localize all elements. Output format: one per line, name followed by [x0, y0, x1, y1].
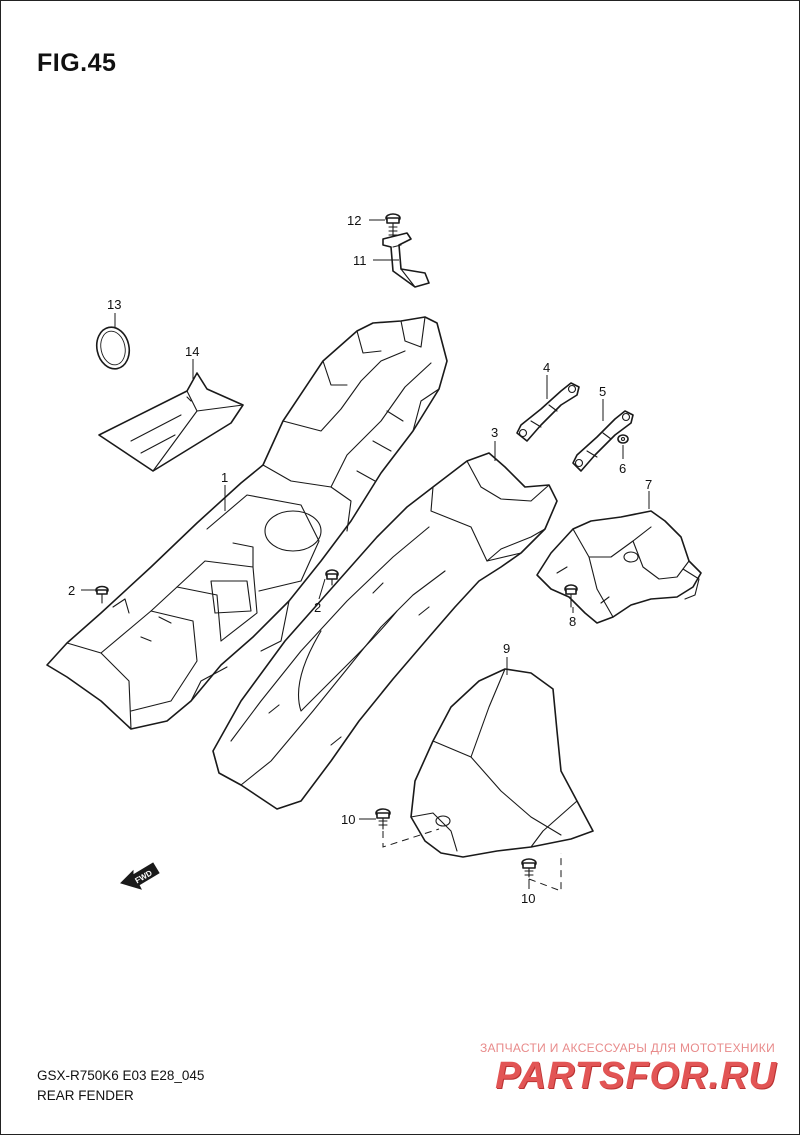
- callout-5: 5: [599, 384, 606, 399]
- callout-8: 8: [569, 614, 576, 629]
- part-8-bolt[interactable]: [564, 584, 578, 608]
- model-code: GSX-R750K6 E03 E28_045: [37, 1068, 205, 1083]
- callout-12: 12: [347, 213, 361, 228]
- part-6-nut[interactable]: [617, 434, 629, 444]
- part-5-stay[interactable]: [572, 410, 634, 472]
- callout-10-right: 10: [521, 891, 535, 906]
- part-12-bolt[interactable]: [385, 213, 401, 238]
- callout-2-left: 2: [68, 583, 75, 598]
- callout-1: 1: [221, 470, 228, 485]
- callout-10-left: 10: [341, 812, 355, 827]
- group-name: REAR FENDER: [37, 1088, 134, 1103]
- part-3-tail-cover[interactable]: [212, 452, 558, 810]
- callout-9: 9: [503, 641, 510, 656]
- install-lines: [382, 828, 562, 892]
- part-9-rear-hugger[interactable]: [410, 668, 594, 858]
- part-10-bolt-right[interactable]: [521, 858, 537, 878]
- part-2-bolt-left[interactable]: [95, 585, 109, 604]
- callout-11: 11: [353, 253, 367, 268]
- callout-labels: 12 11 13 14 1 2 2 3 4 5 6 7 8 9 10 10: [68, 213, 652, 906]
- part-14-tool-bag[interactable]: [98, 372, 244, 472]
- part-7-tail-bracket[interactable]: [536, 510, 702, 624]
- part-4-stay[interactable]: [516, 382, 580, 442]
- callout-13: 13: [107, 297, 121, 312]
- fwd-arrow-icon: FWD: [120, 862, 160, 890]
- part-2-bolt-center[interactable]: [325, 569, 339, 586]
- watermark-tagline: ЗАПЧАСТИ И АКСЕССУАРЫ ДЛЯ МОТОТЕХНИКИ: [479, 1041, 775, 1055]
- part-1-rear-fender[interactable]: [46, 316, 448, 730]
- part-11-bracket[interactable]: [382, 232, 430, 288]
- part-13-o-ring[interactable]: [93, 324, 133, 372]
- callout-7: 7: [645, 477, 652, 492]
- callout-6: 6: [619, 461, 626, 476]
- watermark-logo: PARTSFOR.RU: [495, 1055, 777, 1097]
- figure-title: FIG.45: [37, 49, 117, 77]
- callout-14: 14: [185, 344, 199, 359]
- callout-3: 3: [491, 425, 498, 440]
- callout-4: 4: [543, 360, 550, 375]
- part-10-bolt-left[interactable]: [375, 808, 391, 830]
- callout-2-center: 2: [314, 600, 321, 615]
- leader-lines: [81, 219, 650, 889]
